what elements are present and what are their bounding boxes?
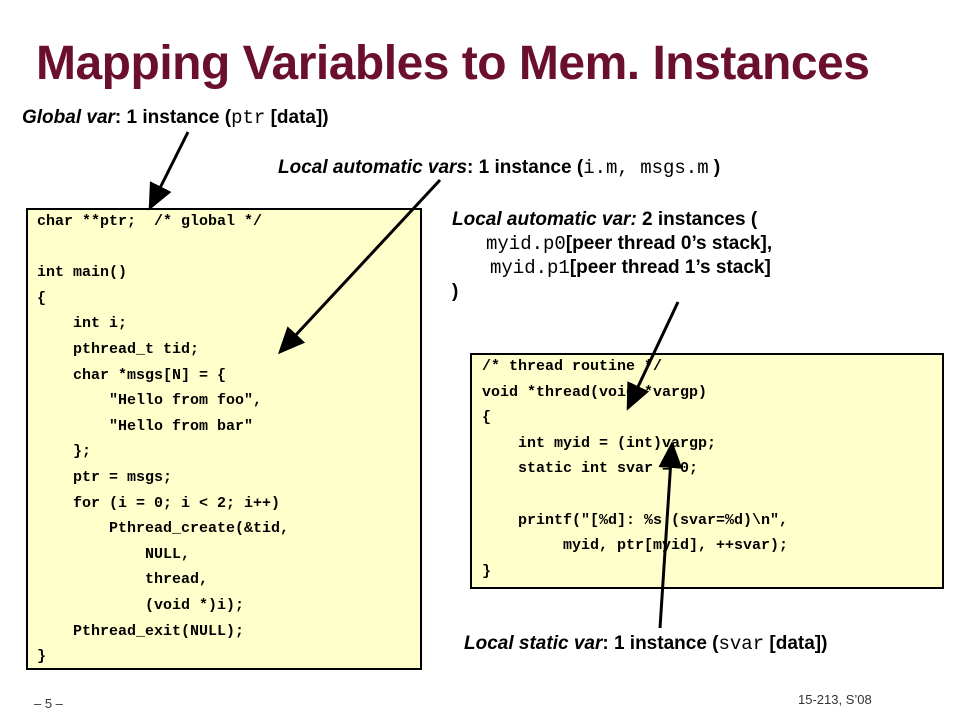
global-var-arrow (148, 131, 190, 211)
local-static-var-label: Local static var (464, 633, 603, 654)
code-line: "Hello from bar" (37, 417, 254, 435)
code-line: char *msgs[N] = { (37, 366, 227, 384)
myid-p0-text: [peer thread 0’s stack], (565, 233, 773, 254)
local-auto-vars-close: ) (708, 157, 721, 178)
thread-code-block: /* thread routine */ void *thread(void *v… (470, 353, 944, 589)
code-line: NULL, (37, 545, 191, 563)
code-line: static int svar = 0; (482, 460, 699, 478)
code-line: Pthread_exit(NULL); (37, 622, 245, 640)
local-auto-var-arrow (626, 301, 680, 411)
code-line: Pthread_create(&tid, (37, 520, 290, 538)
local-auto-vars-arrow (277, 178, 442, 355)
local-static-var-code: svar (718, 633, 765, 655)
local-static-var-text: : 1 instance ( (602, 633, 719, 654)
local-auto-vars-annotation: Local automatic vars: 1 instance (i.m, m… (278, 156, 720, 180)
code-line: pthread_t tid; (37, 341, 200, 358)
local-auto-var-line3: myid.p1[peer thread 1’s stack] (452, 256, 772, 280)
code-line: printf("[%d]: %s (svar=%d)\n", (482, 511, 789, 529)
local-static-var-annotation: Local static var: 1 instance (svar [data… (464, 632, 827, 656)
local-auto-var-text: 2 instances ( (636, 209, 758, 230)
code-line: /* thread routine */ (482, 358, 663, 375)
local-auto-var-line2: myid.p0[peer thread 0’s stack], (452, 232, 772, 256)
code-line: int i; (37, 315, 128, 333)
local-static-var-arrow (658, 441, 683, 629)
local-auto-var-label: Local automatic var: (452, 209, 637, 230)
myid-p1-text: [peer thread 1’s stack] (569, 257, 771, 278)
code-line: } (482, 562, 492, 580)
code-line: (void *)i); (37, 597, 245, 614)
slide-title: Mapping Variables to Mem. Instances (36, 37, 870, 90)
myid-p1-code: myid.p1 (490, 257, 570, 279)
local-auto-vars-code: i.m, msgs.m (583, 157, 709, 179)
local-auto-vars-text: : 1 instance ( (467, 157, 584, 178)
code-line: "Hello from foo", (37, 392, 263, 410)
code-line: thread, (37, 571, 209, 589)
global-var-annotation: Global var: 1 instance (ptr [data]) (22, 106, 329, 130)
course-label: 15-213, S’08 (798, 692, 872, 707)
local-auto-var-line1: Local automatic var: 2 instances ( (452, 208, 772, 232)
local-auto-vars-label: Local automatic vars (278, 157, 468, 178)
local-static-var-close: [data]) (764, 633, 828, 654)
local-auto-var-close: ) (452, 281, 459, 302)
local-auto-var-annotation: Local automatic var: 2 instances ( myid.… (452, 208, 772, 304)
code-line: myid, ptr[myid], ++svar); (482, 537, 789, 555)
code-line: int main() (37, 264, 128, 282)
code-line: }; (37, 443, 92, 461)
code-line: for (i = 0; i < 2; i++) (37, 494, 281, 512)
code-line: } (37, 648, 47, 666)
page-number: – 5 – (34, 696, 63, 711)
global-var-label: Global var (22, 107, 115, 128)
global-var-text: : 1 instance ( (114, 107, 232, 128)
global-var-close: [data]) (265, 107, 329, 128)
myid-p0-code: myid.p0 (486, 233, 566, 255)
global-var-code: ptr (231, 107, 266, 129)
code-line: { (482, 409, 492, 427)
code-line: { (37, 289, 47, 307)
code-line: void *thread(void *vargp) (482, 383, 708, 401)
main-code-block: char **ptr; /* global */ int main() { int … (26, 208, 422, 670)
code-line: char **ptr; /* global */ (37, 213, 263, 230)
code-line: ptr = msgs; (37, 469, 173, 486)
